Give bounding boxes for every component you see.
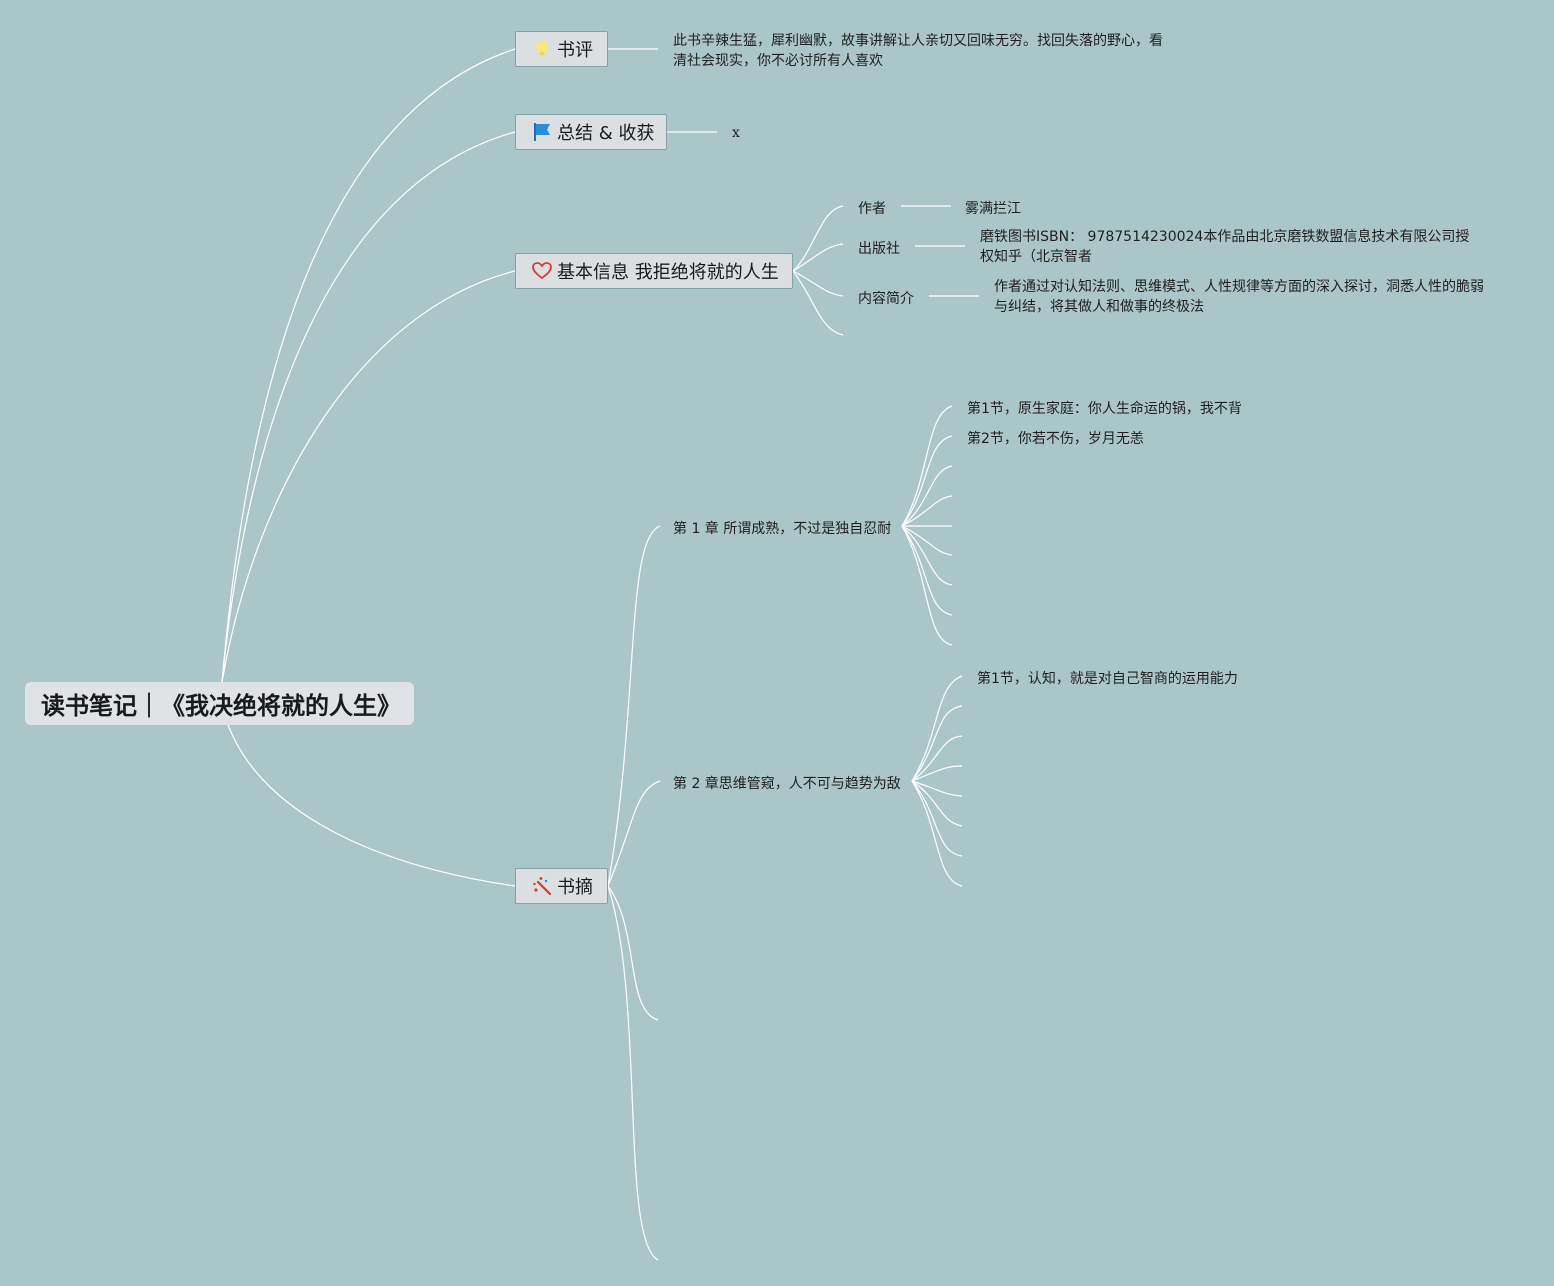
summary-note: x (732, 125, 740, 141)
chapter-2[interactable]: 第 2 章思维管窥，人不可与趋势为敌 (673, 776, 901, 792)
lightbulb-icon (532, 39, 552, 59)
connector-info-publisher (792, 243, 844, 272)
connector-root-summary (221, 131, 516, 683)
magic-wand-icon (532, 876, 552, 896)
central-topic-label: 读书笔记｜《我决绝将就的人生》 (41, 692, 401, 720)
connector-root-excerpt (227, 724, 516, 887)
connector-excerpt-empty1 (607, 885, 659, 1021)
info-publisher-value: 磨铁图书ISBN： 9787514230024本作品由北京磨铁数盟信息技术有限公… (980, 229, 1470, 265)
info-author-value: 雾满拦江 (965, 201, 1021, 217)
info-summary-value: 作者通过对认知法则、思维模式、人性规律等方面的深入探讨，洞悉人性的脆弱与纠结，将… (994, 279, 1484, 315)
connector-excerpt-ch1 (607, 525, 661, 887)
connector-info-summary (792, 270, 844, 297)
info-summary-label[interactable]: 内容简介 (858, 291, 914, 307)
central-topic[interactable]: 读书笔记｜《我决绝将就的人生》 (25, 682, 414, 725)
connector-root-info (221, 270, 516, 683)
review-note: 此书辛辣生猛，犀利幽默，故事讲解让人亲切又回味无穷。找回失落的野心，看清社会现实… (673, 33, 1163, 69)
connector-info-empty (792, 270, 844, 336)
connector-root-review (221, 48, 516, 683)
topic-review[interactable]: 书评 (515, 31, 608, 67)
connector-excerpt-ch2 (607, 780, 661, 887)
chapter-2-section-1[interactable]: 第1节，认知，就是对自己智商的运用能力 (977, 671, 1238, 687)
connector-info-author (792, 205, 844, 272)
heart-icon (532, 261, 552, 281)
chapter-1[interactable]: 第 1 章 所谓成熟，不过是独自忍耐 (673, 521, 892, 537)
info-author-label[interactable]: 作者 (858, 201, 886, 217)
chapter-1-section-2[interactable]: 第2节，你若不伤，岁月无恙 (967, 431, 1144, 447)
topic-summary[interactable]: 总结 & 收获 (515, 114, 667, 150)
topic-review-label: 书评 (557, 40, 593, 61)
flag-icon (532, 122, 552, 142)
topic-summary-label: 总结 & 收获 (557, 123, 655, 144)
info-publisher-label[interactable]: 出版社 (858, 241, 900, 257)
topic-basic-info[interactable]: 基本信息 我拒绝将就的人生 (515, 253, 793, 289)
connector-excerpt-empty2 (607, 885, 659, 1261)
topic-excerpt-label: 书摘 (557, 877, 593, 898)
topic-basic-info-label: 基本信息 我拒绝将就的人生 (557, 262, 779, 283)
topic-excerpt[interactable]: 书摘 (515, 868, 608, 904)
chapter-1-section-1[interactable]: 第1节，原生家庭：你人生命运的锅，我不背 (967, 401, 1242, 417)
